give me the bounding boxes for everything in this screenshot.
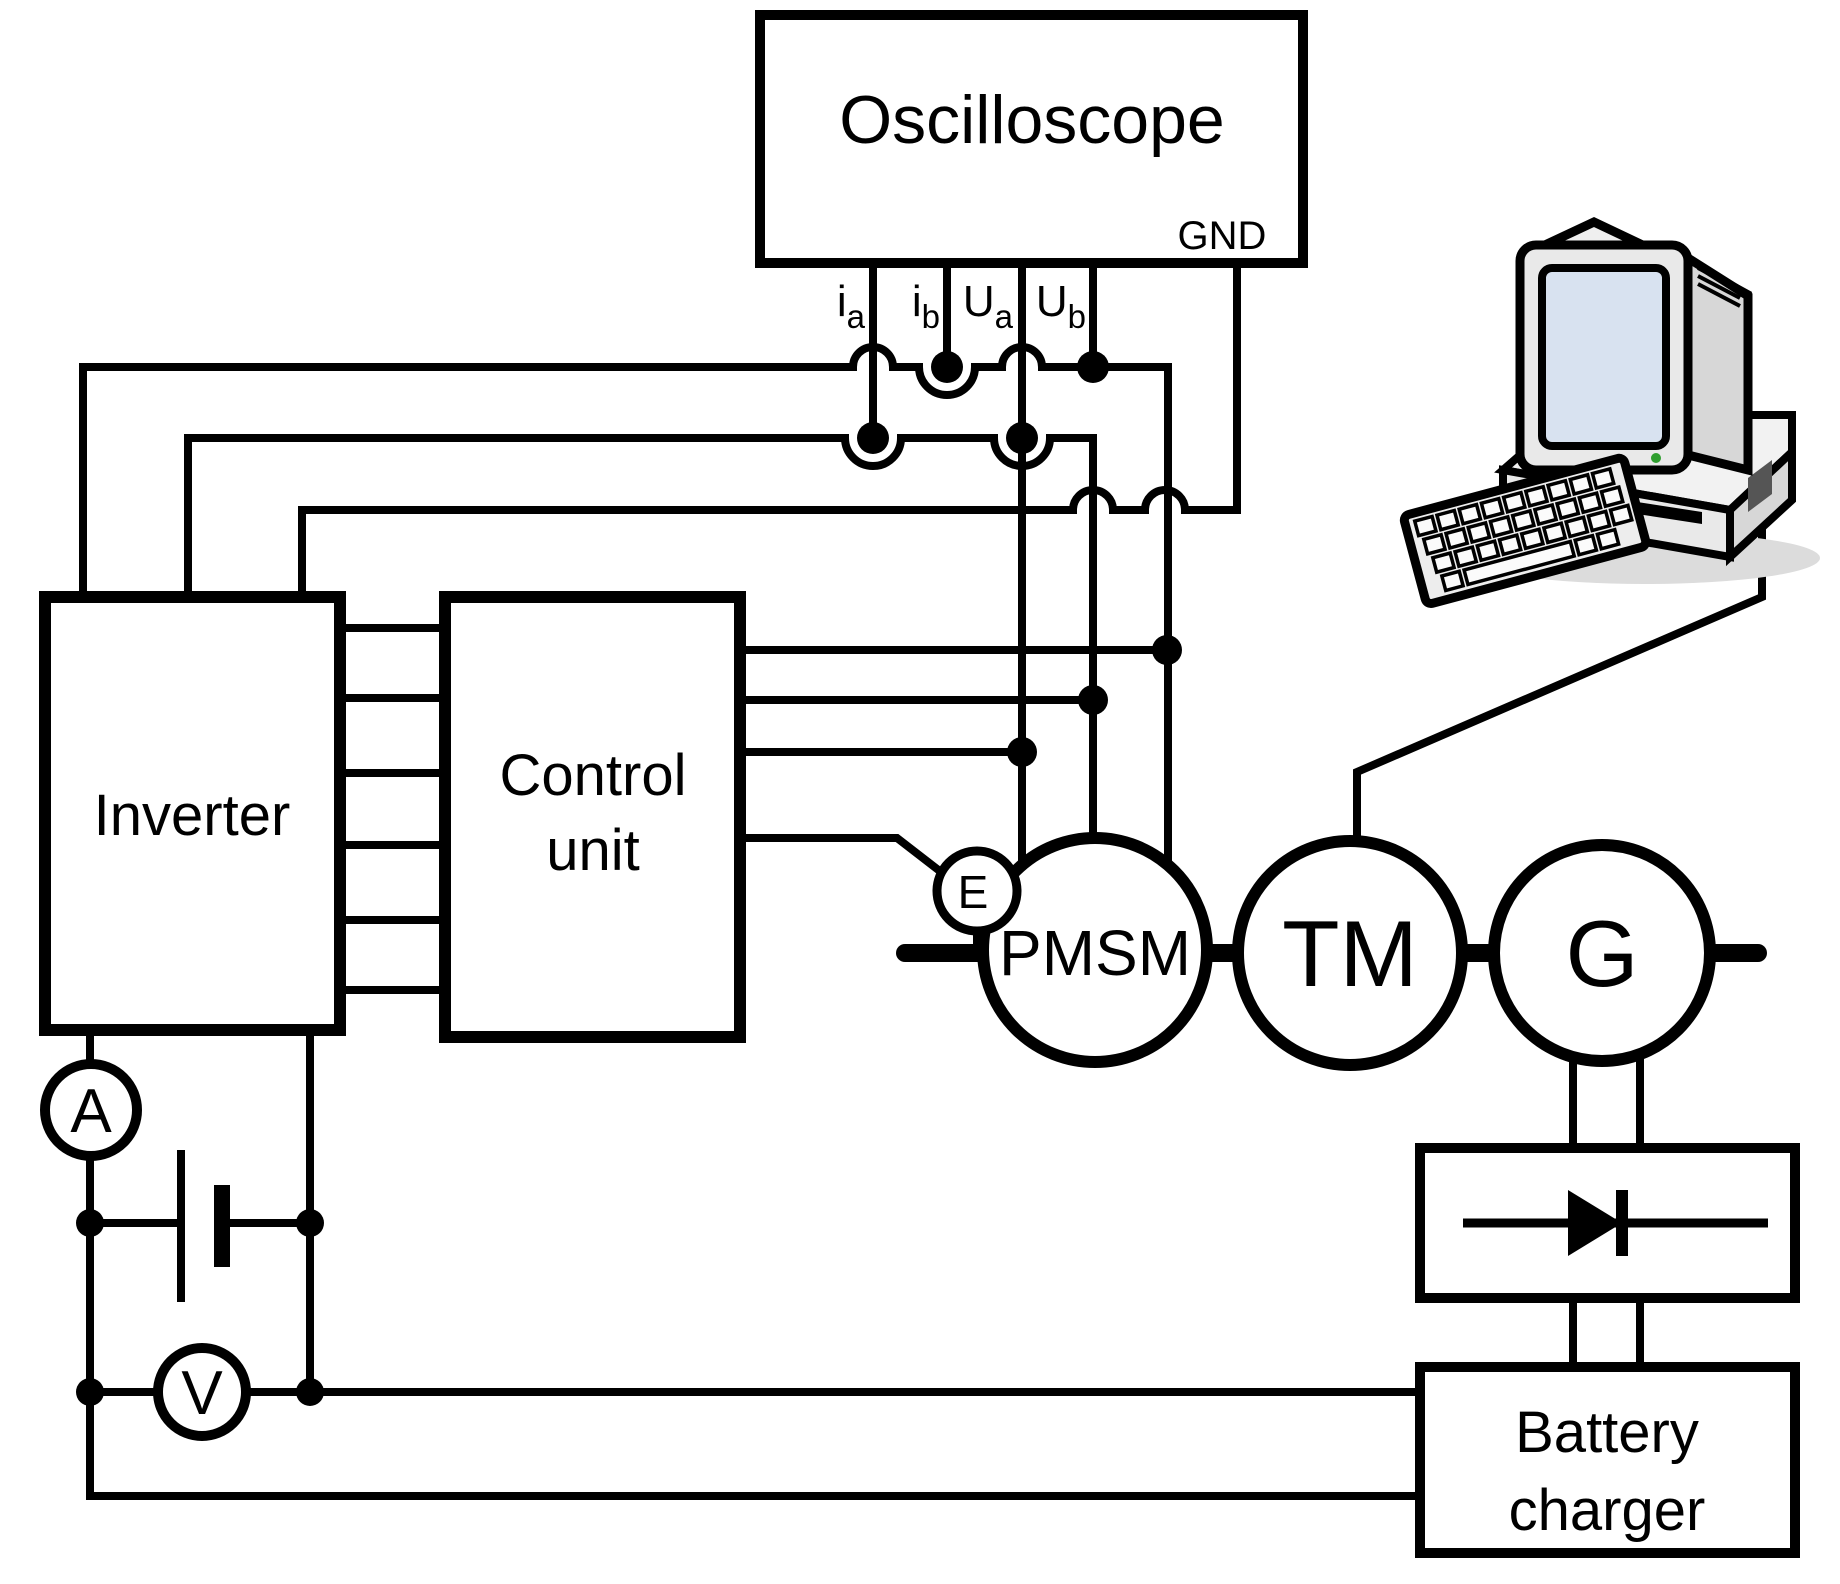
control-unit-label-2: unit	[546, 818, 640, 883]
probe-label-ub: Ub	[1036, 277, 1086, 335]
voltmeter-label: V	[181, 1359, 223, 1428]
power-led	[1651, 453, 1661, 463]
junction-dot	[1078, 685, 1108, 715]
monitor-screen	[1538, 264, 1670, 450]
junction-dot	[76, 1209, 104, 1237]
junction-dot	[931, 351, 963, 383]
keyboard	[1399, 453, 1651, 609]
torque-meter-circle	[1232, 835, 1468, 1071]
oscilloscope-label: Oscilloscope	[839, 82, 1225, 158]
diode-triangle	[1568, 1190, 1622, 1256]
encoder-circle	[932, 846, 1022, 936]
ammeter-circle	[40, 1059, 142, 1161]
battery-charger-box	[1415, 1362, 1800, 1558]
wires	[79, 260, 1766, 1500]
pmsm-circle	[977, 832, 1213, 1068]
control-unit-box	[439, 591, 746, 1043]
battery-charger-label-2: charger	[1509, 1478, 1706, 1543]
cable-port	[1748, 460, 1772, 512]
junction-dot	[76, 1378, 104, 1406]
generator-label: G	[1565, 901, 1638, 1006]
junction-dot	[296, 1378, 324, 1406]
junction-dot	[1007, 737, 1037, 767]
voltmeter-circle	[153, 1343, 251, 1441]
encoder-label: E	[958, 866, 989, 918]
monitor-vents	[1697, 266, 1741, 308]
junction-dot	[1006, 422, 1038, 454]
gnd-label: GND	[1178, 214, 1267, 258]
pmsm-label: PMSM	[999, 917, 1191, 989]
probe-label-ua: Ua	[963, 277, 1014, 335]
ammeter-label: A	[70, 1077, 112, 1146]
wire-ground	[298, 260, 1241, 597]
diode-symbol	[1463, 1190, 1768, 1256]
keyboard-keys	[1412, 466, 1634, 593]
junction-dot	[1077, 351, 1109, 383]
inverter-box	[39, 591, 346, 1036]
computer-graphic	[1399, 217, 1820, 609]
junction-dot	[857, 422, 889, 454]
junction-dot	[296, 1209, 324, 1237]
oscilloscope-box	[755, 10, 1308, 268]
probe-label-ia: ia	[837, 277, 866, 335]
probe-label-ib: ib	[912, 277, 940, 335]
wire-phase-a	[184, 434, 1097, 838]
generator-circle	[1488, 839, 1716, 1067]
junction-dot	[1152, 635, 1182, 665]
inverter-label: Inverter	[94, 783, 291, 848]
control-unit-label-1: Control	[500, 743, 687, 808]
junction-dots	[76, 351, 1182, 1406]
torque-meter-label: TM	[1282, 901, 1418, 1006]
battery-charger-label-1: Battery	[1515, 1400, 1699, 1465]
wire-dc-left	[86, 1156, 1420, 1500]
control-out-encoder	[740, 834, 944, 876]
